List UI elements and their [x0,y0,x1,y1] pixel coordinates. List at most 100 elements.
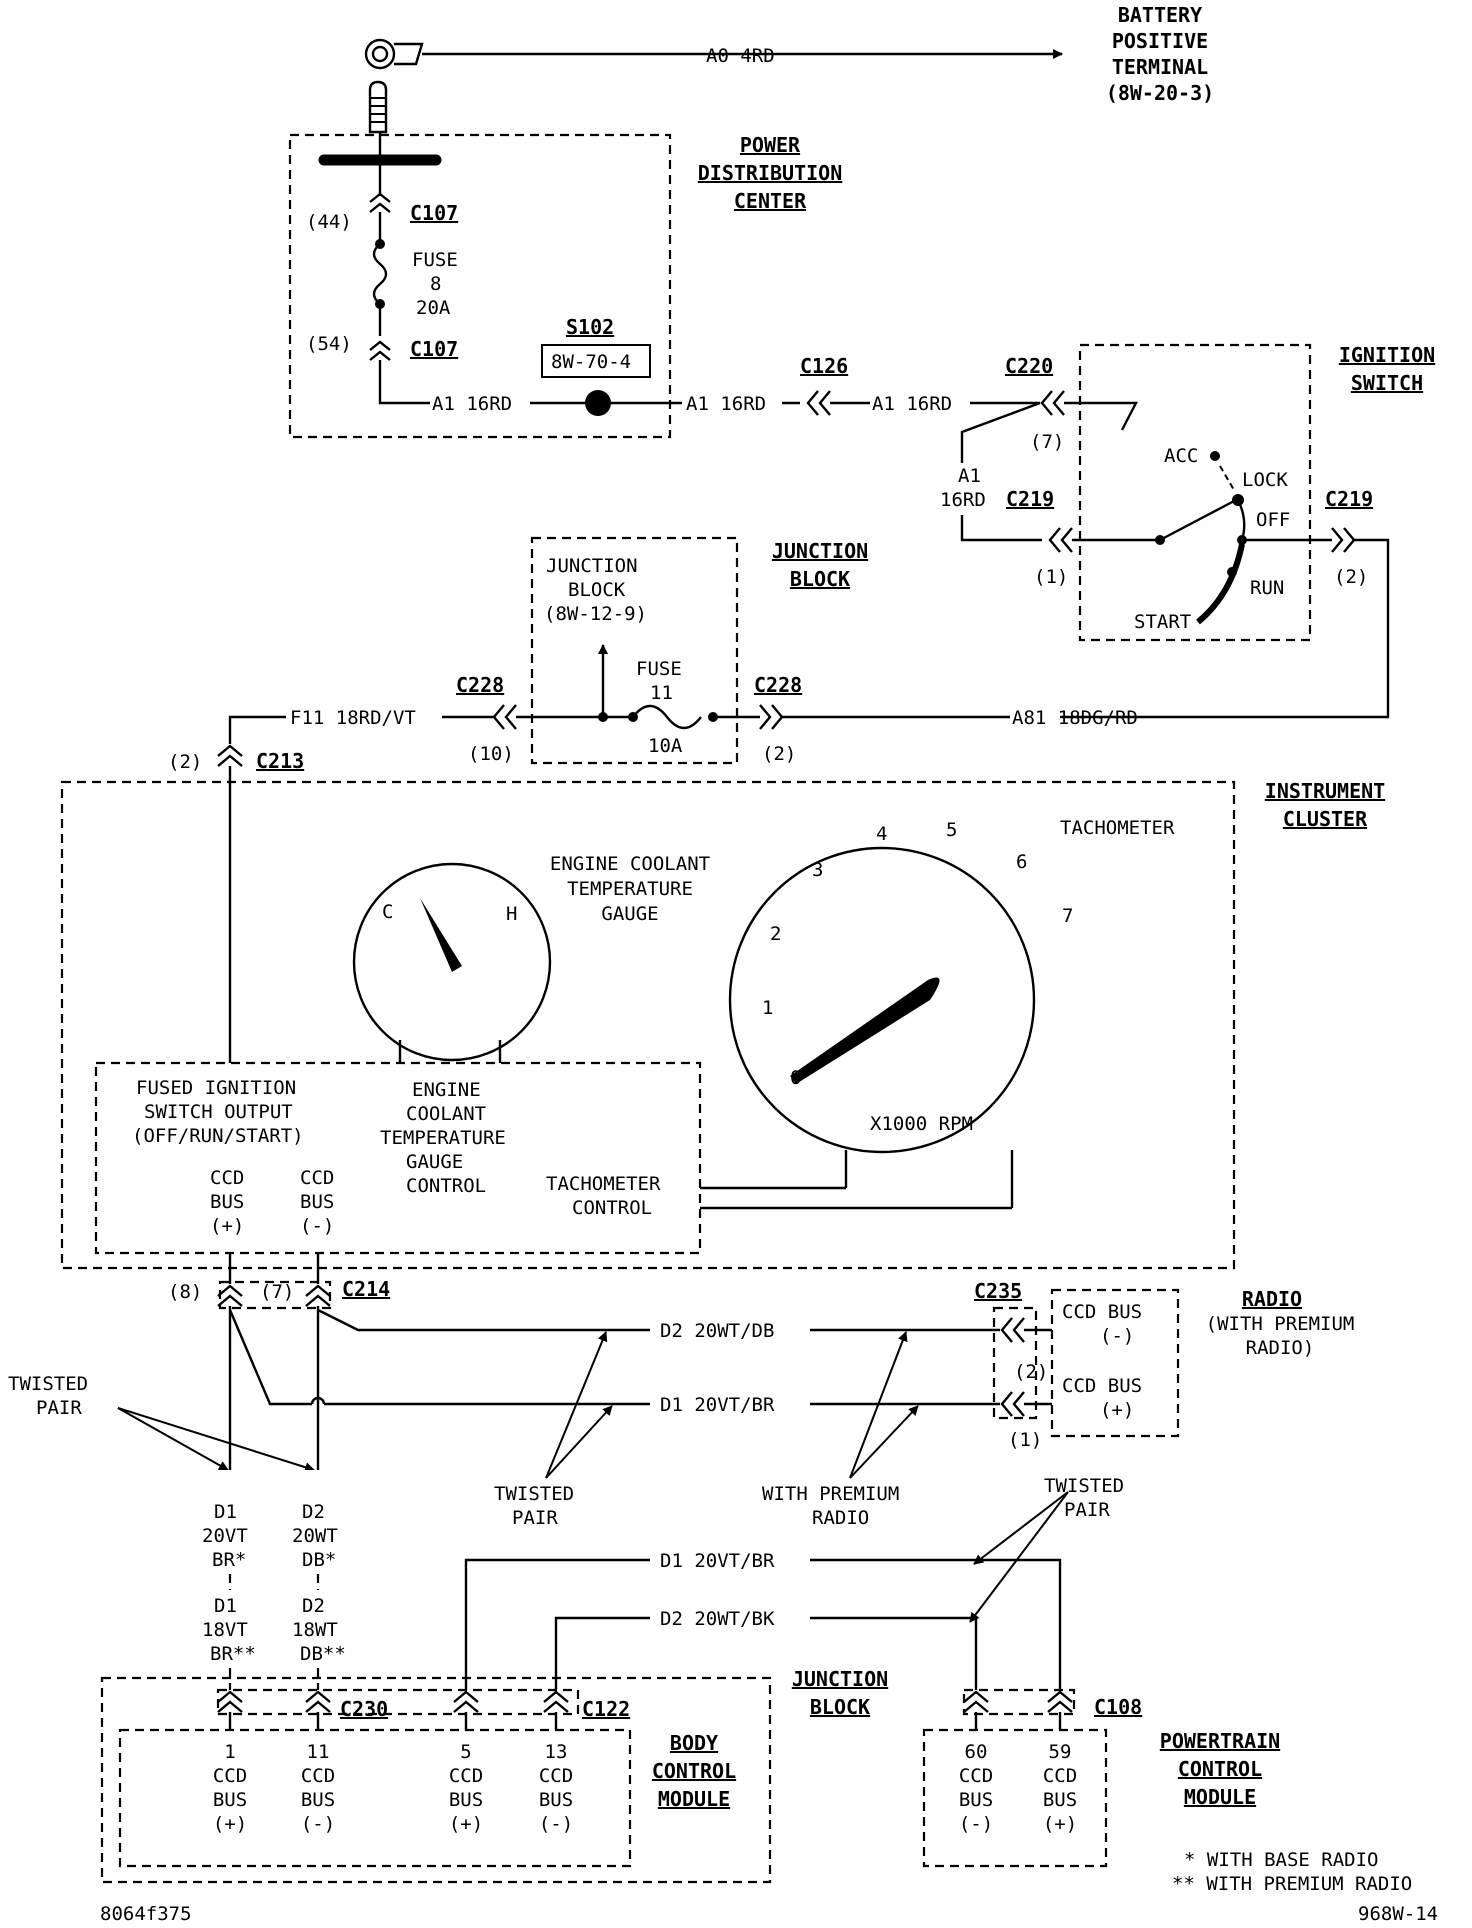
junction-dot [371,45,389,63]
diagram-label: A1 16RD [686,393,766,415]
c228-right-connector [759,704,784,730]
wire-segment [228,1309,312,1406]
pcm-pin-60: 60 CCD BUS (-) [959,1741,993,1835]
diagram-label: (8W-20-3) [1106,81,1214,105]
note-premium-radio: ** WITH PREMIUM RADIO [1172,1873,1412,1895]
diagram-label: 18VT [202,1619,248,1641]
diagram-label: DB** [300,1643,346,1665]
c214-connector-left [217,1284,243,1307]
diagram-label: CLUSTER [1283,807,1368,831]
diagram-label: MODULE [658,1787,730,1811]
wire-segment [960,515,1042,542]
diagram-label: CCD [449,1765,483,1787]
wire-segment [117,1407,315,1473]
diagram-label: RADIO) [1246,1337,1315,1359]
note-base-radio: * WITH BASE RADIO [1184,1849,1378,1871]
diagram-label: 60 [965,1741,988,1763]
diagram-label: C122 [582,1697,630,1721]
diagram-label: CCD BUS [1062,1375,1142,1397]
c213-connector [217,744,243,767]
diagram-label: C214 [342,1277,390,1301]
junction-dot [352,862,552,1062]
wire-segment [1064,401,1138,431]
diagram-label: C235 [974,1279,1022,1303]
ignition-switch-label: IGNITION SWITCH [1339,343,1435,395]
diagram-label: C228 [754,673,802,697]
junction-dot [364,38,396,70]
diagram-label: CCD [300,1167,334,1189]
diagram-label: 13 [545,1741,568,1763]
diagram-label: C126 [800,354,848,378]
diagram-label: D1 20VT/BR [660,1394,775,1416]
diagram-label: C213 [256,749,304,773]
diagram-label: 59 [1049,1741,1072,1763]
diagram-label: TEMPERATURE [567,878,693,900]
bcm-pin-11: 11 CCD BUS (-) [301,1741,335,1835]
diagram-label: A1 16RD [872,393,952,415]
diagram-label: BLOCK [568,579,626,601]
diagram-label: PAIR [36,1397,82,1419]
diagram-label: CCD [539,1765,573,1787]
junction-dot [728,846,1036,1154]
diagram-label: BUS [301,1789,335,1811]
diagram-label: 7 [1062,905,1073,927]
c108-connector-b [1047,1690,1073,1713]
diagram-label: 1 [224,1741,235,1763]
diagram-label: PAIR [1064,1499,1110,1521]
diagram-label: 6 [1016,851,1027,873]
diagram-label: D1 [214,1595,237,1617]
wire-segment [1159,498,1237,542]
diagram-label: F11 18RD/VT [290,707,416,729]
diagram-label: 8W-70-4 [551,351,631,373]
diagram-label: (+) [449,1813,483,1835]
diagram-label: D2 20WT/BK [660,1608,775,1630]
diagram-label: 4 [876,823,887,845]
diagram-label: TWISTED [8,1373,88,1395]
bcm-pin-13: 13 CCD BUS (-) [539,1741,573,1835]
bcm-box [118,1728,632,1868]
diagram-label: CENTER [734,189,807,213]
diagram-label: RUN [1250,577,1284,599]
diagram-label: FUSED IGNITION [136,1077,296,1099]
wire-segment [117,1407,229,1471]
ignition-switch-box [1078,343,1312,642]
diagram-label: (+) [1100,1399,1134,1421]
c228-left-connector [492,704,517,730]
c219-left-connector [1048,527,1073,553]
diagram-label: CCD [210,1167,244,1189]
coolant-gauge: C H [352,862,552,1063]
tachometer: 0 1 2 3 4 5 6 7 X1000 RPM [728,819,1073,1208]
diagram-label: C230 [340,1697,388,1721]
diagram-label: (8W-12-9) [544,603,647,625]
diagram-label: C220 [1005,354,1053,378]
diagram-label: 3 [812,859,823,881]
symbol-path [790,977,940,1084]
diagram-label: LOCK [1242,469,1288,491]
diagram-label: GAUGE [406,1151,463,1173]
diagram-label: (-) [1100,1325,1134,1347]
diagram-label: JUNCTION [546,555,638,577]
fuse-11-symbol [632,704,702,730]
diagram-label: (-) [301,1813,335,1835]
diagram-label: 16RD [940,489,986,511]
diagram-label: GAUGE [601,903,658,925]
radio-label: RADIO (WITH PREMIUM RADIO) [1206,1287,1355,1359]
bcm-pin-5: 5 CCD BUS (+) [449,1741,483,1835]
wire-segment [464,1558,650,1690]
battery-terminal-symbol [364,38,424,134]
diagram-label: CCD BUS [1062,1301,1142,1323]
diagram-label: (1) [1034,566,1068,588]
diagram-label: JUNCTION [772,539,868,563]
wire-segment [969,1491,1069,1623]
diagram-label: (7) [1030,431,1064,453]
diagram-label: ACC [1164,445,1198,467]
wire-segment [810,1558,1062,1690]
diagram-label: A1 [958,465,981,487]
diagram-label: WITH PREMIUM [762,1483,899,1505]
diagram-label: H [506,903,517,925]
diagram-label: BUS [210,1191,244,1213]
diagram-label: TWISTED [494,1483,574,1505]
diagram-label: D2 [302,1595,325,1617]
diagram-label: BODY [670,1731,718,1755]
